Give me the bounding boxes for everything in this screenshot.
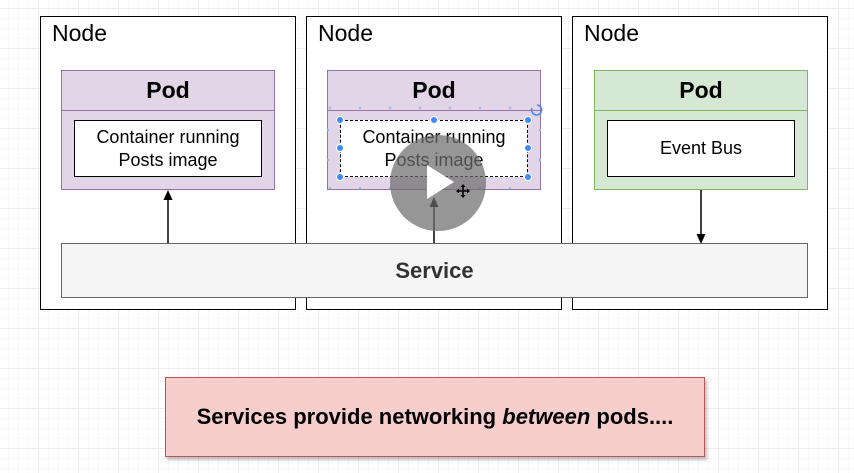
handle-top-middle	[430, 116, 438, 124]
note-text-emphasis: between	[502, 404, 591, 429]
event-bus-container[interactable]: Event Bus	[607, 120, 795, 177]
container-1-line-2: Posts image	[118, 149, 218, 170]
play-button[interactable]	[390, 135, 486, 231]
note-box[interactable]: Services provide networking between pods…	[165, 377, 705, 457]
handle-bottom-right	[524, 173, 532, 181]
pod-3-header: Pod	[595, 71, 807, 111]
handle-bottom-left	[336, 173, 344, 181]
node-2-label: Node	[318, 20, 373, 46]
posts-container-1[interactable]: Container running Posts image	[74, 120, 262, 177]
arrow-service-to-pod-1[interactable]	[163, 190, 173, 243]
container-1-line-1: Container running	[96, 126, 240, 147]
note-text-after: pods....	[590, 404, 674, 429]
pod-2-header: Pod	[328, 71, 540, 111]
node-3-label: Node	[584, 20, 639, 46]
arrow-pod-3-to-service[interactable]	[696, 190, 706, 244]
rotate-handle-icon[interactable]	[530, 104, 543, 116]
move-cursor-icon	[456, 184, 470, 198]
handle-top-left	[336, 116, 344, 124]
handle-top-right	[524, 116, 532, 124]
pod-1-header: Pod	[62, 71, 274, 111]
node-1-label: Node	[52, 20, 107, 46]
event-bus-label: Event Bus	[659, 138, 743, 158]
note-text-before: Services provide networking	[196, 404, 503, 429]
play-icon	[427, 165, 454, 199]
service-box[interactable]: Service	[61, 243, 808, 298]
handle-middle-right	[524, 144, 532, 152]
handle-middle-left	[336, 144, 344, 152]
